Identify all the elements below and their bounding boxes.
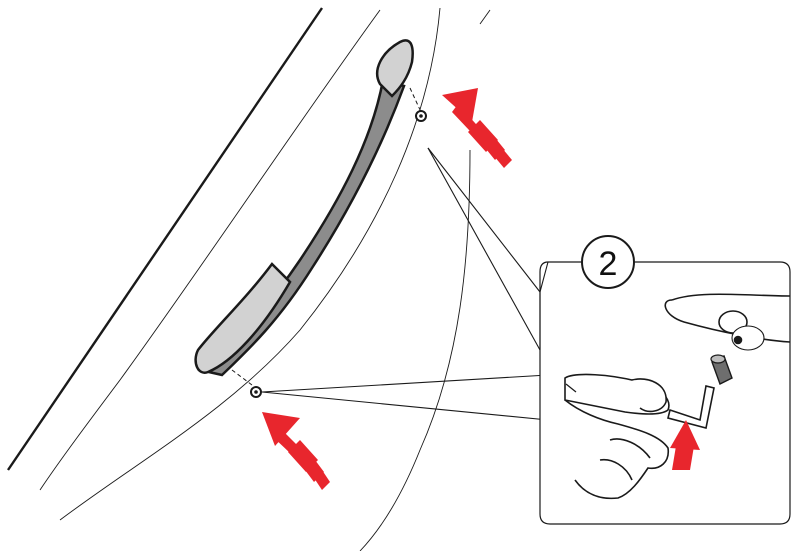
panel-tick [479, 9, 491, 25]
panel-contour-2 [59, 7, 441, 521]
detail-screw-icon [710, 354, 733, 385]
handle-lower-cap [194, 262, 292, 374]
detail-hand [564, 373, 670, 500]
body-panel-lines [7, 7, 491, 551]
upper-leader-bottom [427, 147, 541, 351]
panel-contour-3 [359, 149, 471, 551]
upper-mount-guide [409, 87, 422, 113]
callout-notch [539, 261, 549, 350]
cuff-line [565, 383, 577, 393]
panel-contour-1 [39, 9, 381, 491]
finger-crease-2 [599, 458, 633, 481]
callout-leaders [261, 147, 549, 421]
upper-screw-icon [415, 110, 427, 122]
detail-mount-hole [733, 335, 743, 345]
lower-screw-icon [250, 386, 262, 398]
detail-handle-mount [664, 293, 791, 351]
hand-fingers [564, 399, 670, 500]
upper-screw-arrow-icon [442, 88, 512, 168]
lower-leader-bottom [261, 391, 549, 421]
hex-key-icon [667, 385, 715, 429]
handle-grip [197, 78, 406, 377]
detail-insert-arrow-icon [670, 420, 700, 470]
step-circle [581, 235, 635, 289]
grab-handle [194, 39, 422, 389]
thumb-nail [631, 378, 667, 413]
lower-screw-arrow-icon [262, 412, 330, 490]
pillar-edge-line [7, 7, 323, 471]
detail-mount-recess [731, 325, 765, 351]
lower-leader-top [261, 374, 549, 393]
upper-leader-top [427, 147, 541, 293]
handle-upper-cap [375, 39, 414, 98]
step-number-badge: 2 [581, 235, 635, 289]
detail-handle-top [671, 293, 791, 301]
lower-mount-guide [231, 369, 257, 389]
step-number-label: 2 [599, 245, 618, 283]
finger-crease-1 [609, 438, 651, 459]
